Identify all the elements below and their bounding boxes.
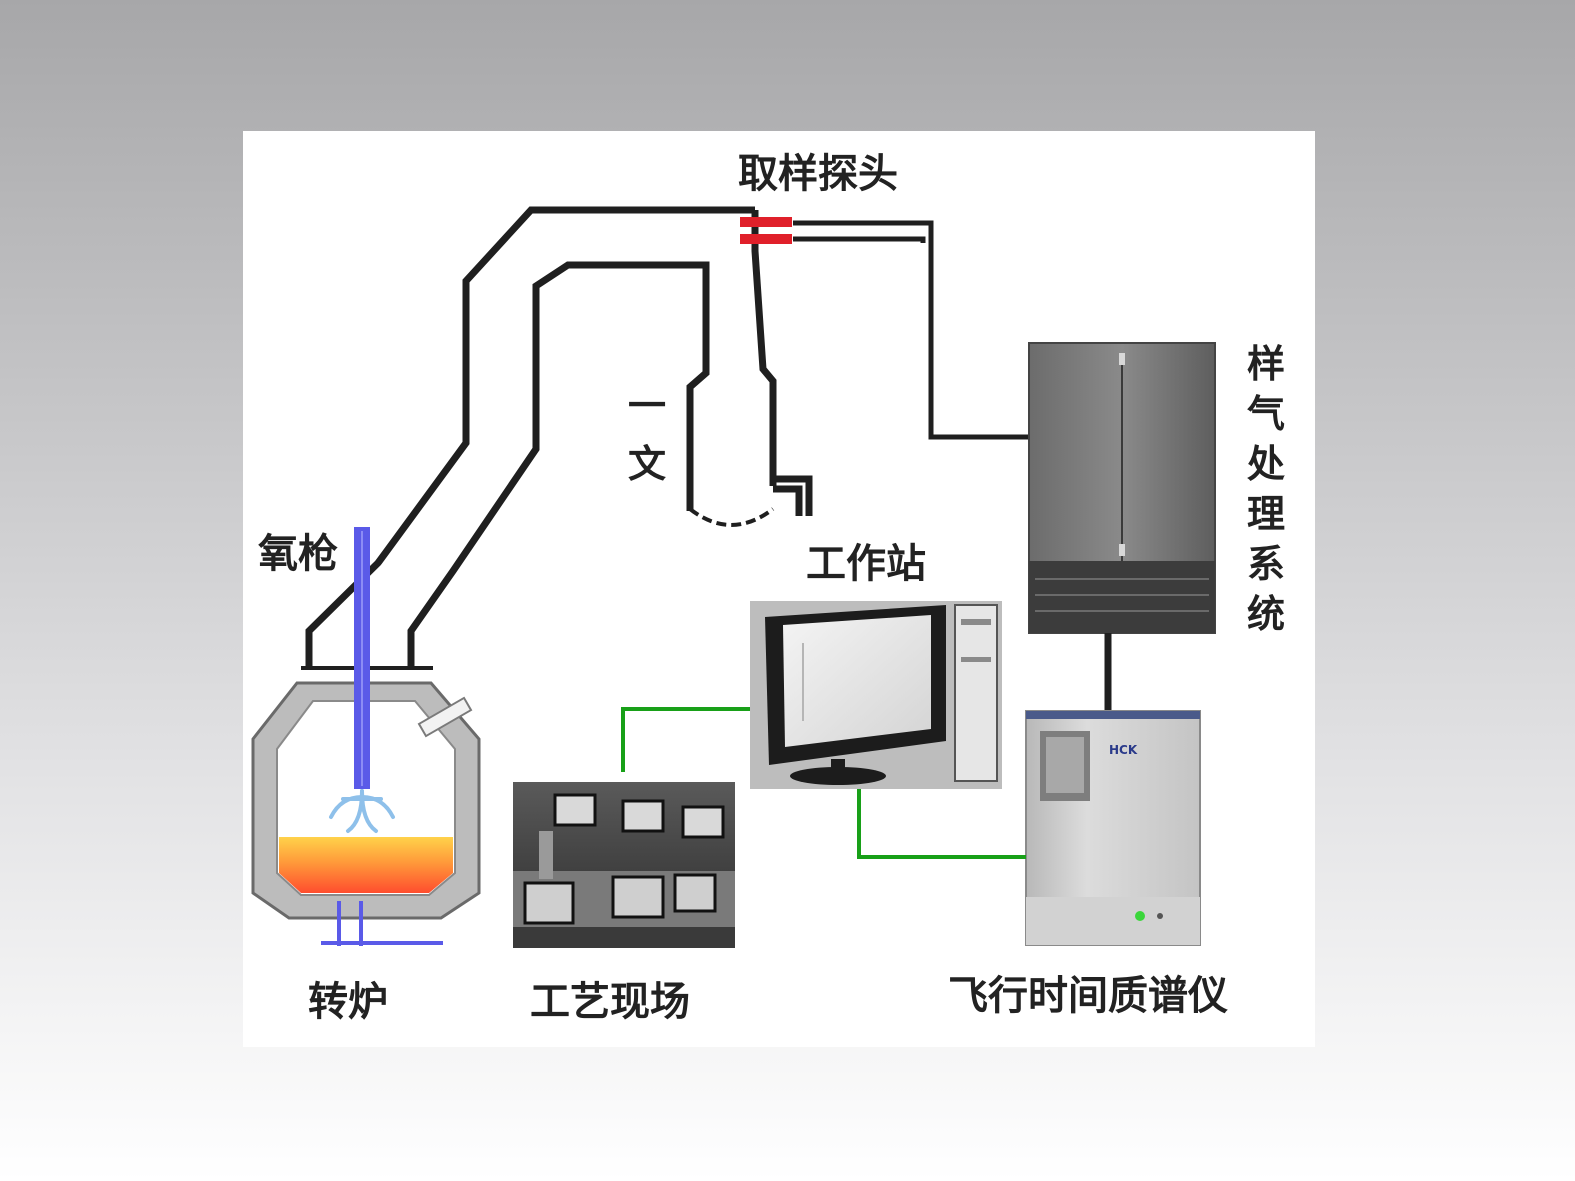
- venturi-outlet: [773, 475, 813, 516]
- gas-system-label-char: 统: [1247, 591, 1285, 636]
- data-links: [621, 707, 1026, 859]
- flue-duct-outer-line: [305, 206, 755, 668]
- venturi-right-wall: [751, 210, 777, 486]
- oxygen-lance-label: 氧枪: [258, 530, 338, 577]
- converter-label: 转炉: [308, 978, 388, 1025]
- gas-system-label-char: 处: [1247, 441, 1285, 486]
- oxygen-lance-icon: [329, 527, 395, 833]
- tof-ms-label: 飞行时间质谱仪: [948, 972, 1228, 1019]
- gas-system-label-char: 样: [1247, 341, 1285, 386]
- workstation-label: 工作站: [806, 540, 926, 587]
- process-diagram: HCK: [251, 150, 1285, 1025]
- gas-system-label-char: 系: [1247, 541, 1285, 586]
- control-room-photo-icon: [513, 782, 735, 948]
- venturi-label-char: 文: [628, 441, 666, 486]
- venturi-label-char: 一: [628, 383, 666, 428]
- venturi-bottom: [688, 507, 775, 527]
- tof-mass-spectrometer-icon: HCK: [1025, 710, 1201, 946]
- flue-duct-inner-line: [407, 261, 710, 668]
- gas-system-label-char: 气: [1247, 391, 1285, 436]
- diagram-panel: HCK: [243, 131, 1315, 1047]
- sample-gas-line: [793, 220, 1033, 440]
- gas-treatment-cabinet-icon: [1028, 342, 1216, 634]
- process-site-label: 工艺现场: [530, 978, 690, 1025]
- gas-system-label-char: 理: [1247, 491, 1285, 536]
- workstation-computer-icon: [750, 601, 1002, 789]
- link-workstation-tof: [857, 789, 1026, 859]
- instrument-brand-label: HCK: [1109, 743, 1138, 757]
- link-control-room-workstation: [621, 707, 750, 772]
- probe-label: 取样探头: [738, 150, 898, 197]
- gas-system-label: 样 气 处 理 系 统: [1247, 341, 1285, 636]
- flue-duct: [305, 206, 777, 668]
- sampling-probe-icon: [740, 217, 792, 244]
